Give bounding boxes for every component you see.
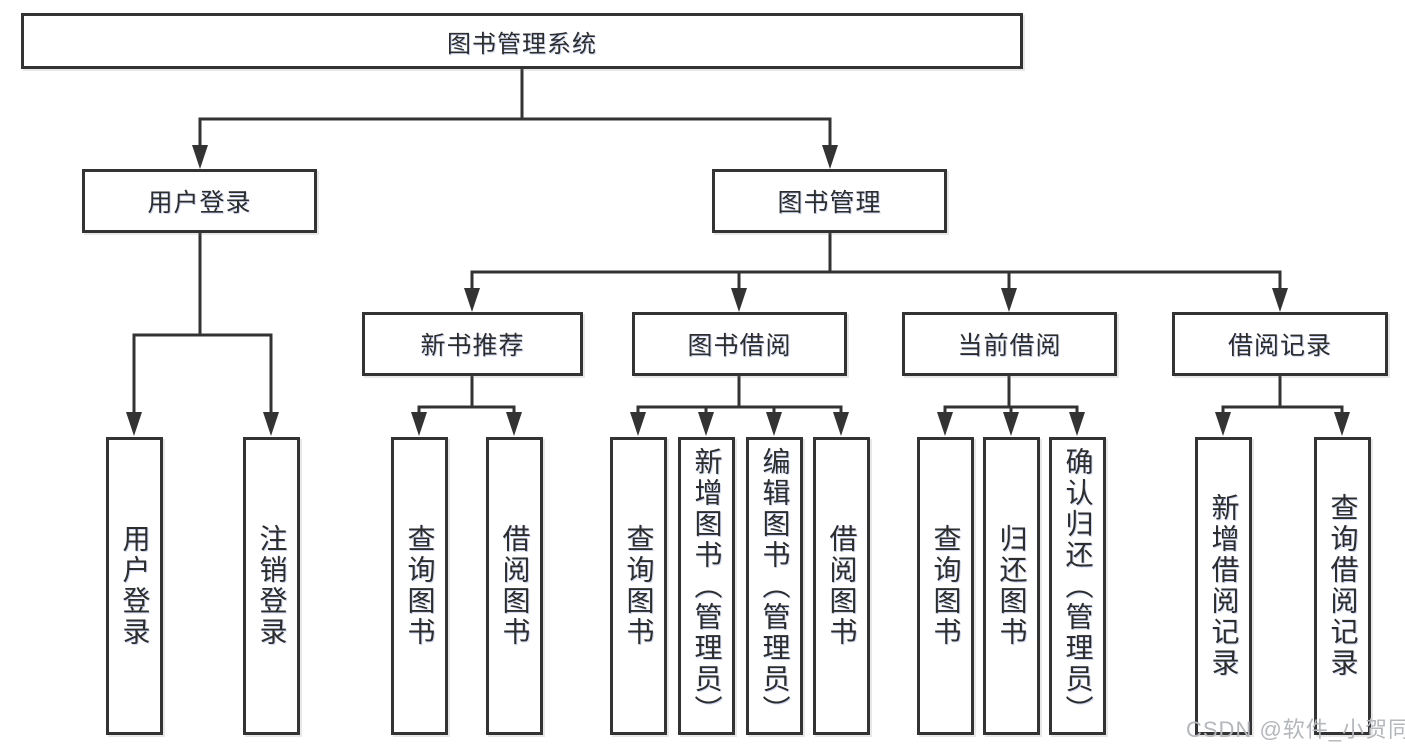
leaf-query-books-2: 查询图书 <box>610 437 667 735</box>
connector-book-borrow-to-leaves <box>630 374 849 436</box>
leaf-borrow-books-1: 借阅图书 <box>486 437 543 735</box>
leaf-return-books: 归还图书 <box>983 437 1040 735</box>
node-root-system: 图书管理系统 <box>21 13 1023 69</box>
connector-borrow-record-to-leaves <box>1215 374 1350 436</box>
leaf-add-books-admin: 新增图书（管理员） <box>678 437 735 735</box>
leaf-confirm-return-admin: 确认归还（管理员） <box>1049 437 1106 735</box>
csdn-watermark: CSDN @软件_小贺同学 <box>1186 717 1405 742</box>
leaf-edit-books-admin: 编辑图书（管理员） <box>746 437 803 735</box>
leaf-logout: 注销登录 <box>243 437 300 735</box>
connector-user-login-to-leaves <box>126 231 279 436</box>
node-new-book-recommend: 新书推荐 <box>362 312 583 376</box>
node-current-borrowing: 当前借阅 <box>902 312 1117 376</box>
node-borrowing-records: 借阅记录 <box>1172 312 1388 376</box>
node-book-borrowing: 图书借阅 <box>632 312 847 376</box>
node-book-management-module: 图书管理 <box>712 169 947 233</box>
leaf-borrow-books-2: 借阅图书 <box>813 437 870 735</box>
leaf-add-borrow-record: 新增借阅记录 <box>1195 437 1252 735</box>
connector-new-book-rec-to-leaves <box>411 374 522 436</box>
leaf-user-login: 用户登录 <box>106 437 163 735</box>
leaf-query-books-3: 查询图书 <box>917 437 974 735</box>
node-user-login-module: 用户登录 <box>82 169 317 233</box>
connector-root-to-level2 <box>192 67 838 169</box>
connector-book-mgmt-to-level3 <box>464 231 1288 312</box>
connector-current-borrow-to-leaves <box>937 374 1085 436</box>
leaf-query-books-1: 查询图书 <box>391 437 448 735</box>
leaf-query-borrow-record: 查询借阅记录 <box>1314 437 1371 735</box>
